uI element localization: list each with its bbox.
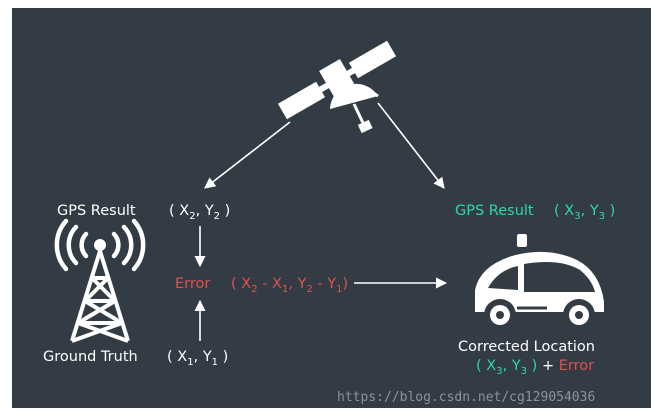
gps-result-left-label: GPS Result	[57, 203, 136, 219]
self-driving-car-icon	[475, 234, 604, 331]
arrows	[194, 102, 448, 341]
ground-truth-coord-x1-y1: ( X1, Y1 )	[167, 349, 228, 368]
arrow-satellite-to-gps-right	[377, 102, 445, 189]
corrected-location-formula: ( X3, Y3 ) + Error	[476, 358, 594, 377]
cell-tower-icon	[54, 218, 146, 343]
gps-result-right-label: GPS Result	[455, 203, 534, 219]
arrow-satellite-to-gps-left	[204, 121, 291, 189]
gps-coord-x3-y3: ( X3, Y3 )	[554, 203, 615, 222]
error-coord-difference: ( X2 - X1, Y2 - Y1)	[231, 276, 348, 295]
ground-truth-label: Ground Truth	[43, 349, 138, 365]
error-label: Error	[175, 276, 210, 292]
satellite-icon	[277, 40, 397, 134]
diagram-canvas: GPS Result ( X2, Y2 ) GPS Result ( X3, Y…	[12, 8, 651, 408]
diagram-svg: GPS Result ( X2, Y2 ) GPS Result ( X3, Y…	[43, 40, 615, 405]
gps-coord-x2-y2: ( X2, Y2 )	[169, 203, 230, 222]
corrected-location-label: Corrected Location	[458, 339, 595, 355]
watermark-url: https://blog.csdn.net/cg129054036	[337, 390, 595, 405]
